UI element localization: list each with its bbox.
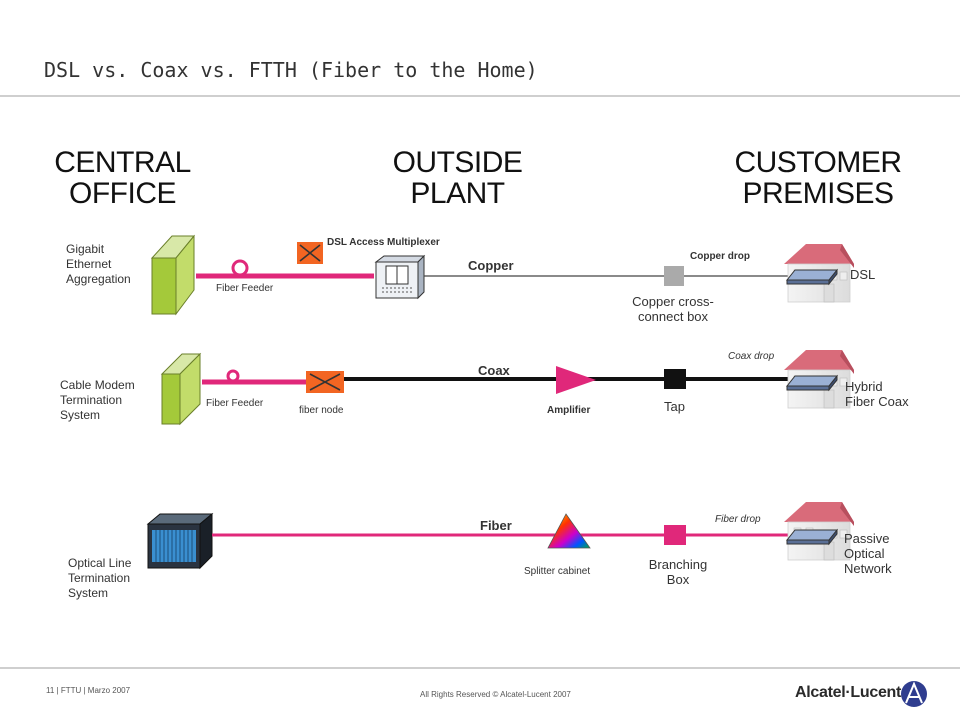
label-line: Fiber Coax <box>845 394 909 409</box>
header-central-office: CENTRAL OFFICE <box>40 147 205 209</box>
fiber-loop-icon <box>231 259 249 277</box>
label-line: Aggregation <box>66 272 131 286</box>
amplifier-icon <box>556 366 596 394</box>
footer-copyright: All Rights Reserved © Alcatel-Lucent 200… <box>420 690 571 699</box>
slide-title: DSL vs. Coax vs. FTTH (Fiber to the Home… <box>44 58 538 82</box>
label-line: Gigabit <box>66 242 105 256</box>
header-line: CUSTOMER <box>734 146 902 179</box>
header-outside-plant: OUTSIDE PLANT <box>375 147 540 209</box>
copper-cross-connect-icon <box>664 266 684 286</box>
alcatel-lucent-logo-icon <box>901 681 927 707</box>
label-line: Optical Line <box>68 556 132 570</box>
hfc-modem-icon <box>786 375 838 391</box>
fiber-drop-label: Fiber drop <box>715 514 761 525</box>
footer-page-info: 11 | FTTU | Marzo 2007 <box>46 686 131 695</box>
coax-label: Coax <box>478 363 510 378</box>
dslam-label: DSL Access Multiplexer <box>327 237 440 248</box>
header-line: OFFICE <box>69 177 177 210</box>
header-line: CENTRAL <box>54 146 191 179</box>
fiber-node-label: fiber node <box>299 405 344 416</box>
splitter-cabinet-label: Splitter cabinet <box>524 566 591 577</box>
gigabit-aggregation-label: Gigabit Ethernet Aggregation <box>66 242 131 287</box>
hfc-premise-label: Hybrid Fiber Coax <box>845 379 909 409</box>
label-line: Box <box>666 572 690 587</box>
label-line: Passive <box>844 531 890 546</box>
label-line: Network <box>844 561 892 576</box>
label-line: System <box>68 586 109 600</box>
label-line: Cable Modem <box>60 378 135 392</box>
olt-rack-icon <box>146 512 214 570</box>
label-line: System <box>60 408 101 422</box>
tap-icon <box>664 369 686 389</box>
coax-drop-label: Coax drop <box>728 351 775 362</box>
label-line: Termination <box>68 571 131 585</box>
fiber-label: Fiber <box>480 518 512 533</box>
label-line: Optical <box>844 546 885 561</box>
branching-box-icon <box>664 525 686 545</box>
fiber-feeder-label: Fiber Feeder <box>216 283 274 294</box>
fiber-node-icon <box>306 371 344 393</box>
header-line: PREMISES <box>742 177 894 210</box>
label-line: Ethernet <box>66 257 112 271</box>
fiber-switch-icon <box>297 242 323 264</box>
pon-premise-label: Passive Optical Network <box>844 531 892 576</box>
header-line: OUTSIDE <box>392 146 523 179</box>
gigabit-switch-icon <box>150 234 196 316</box>
copper-cross-connect-label: Copper cross- connect box <box>620 294 726 324</box>
header-line: PLANT <box>410 177 505 210</box>
pon-modem-icon <box>786 529 838 545</box>
splitter-cabinet-icon <box>547 513 591 549</box>
copper-drop-label: Copper drop <box>690 251 750 262</box>
dslam-cabinet-icon <box>374 254 426 300</box>
fiber-feeder-label: Fiber Feeder <box>206 398 264 409</box>
tap-label: Tap <box>664 399 685 414</box>
dsl-premise-label: DSL <box>850 267 876 282</box>
branching-box-label: Branching Box <box>638 557 718 587</box>
copper-label: Copper <box>468 258 514 273</box>
label-line: Termination <box>60 393 123 407</box>
amplifier-label: Amplifier <box>547 405 591 416</box>
brand-wordmark: Alcatel·Lucent <box>795 684 902 701</box>
title-divider <box>0 95 960 97</box>
olt-label: Optical Line Termination System <box>68 556 131 601</box>
label-line: connect box <box>637 309 709 324</box>
header-customer-premises: CUSTOMER PREMISES <box>718 147 918 209</box>
cmts-label: Cable Modem Termination System <box>60 378 135 423</box>
label-line: Copper cross- <box>632 294 714 309</box>
fiber-loop-icon <box>226 369 240 383</box>
dsl-modem-icon <box>786 269 838 285</box>
cmts-switch-icon <box>160 352 202 426</box>
label-line: Hybrid <box>845 379 883 394</box>
label-line: Branching <box>648 557 708 572</box>
